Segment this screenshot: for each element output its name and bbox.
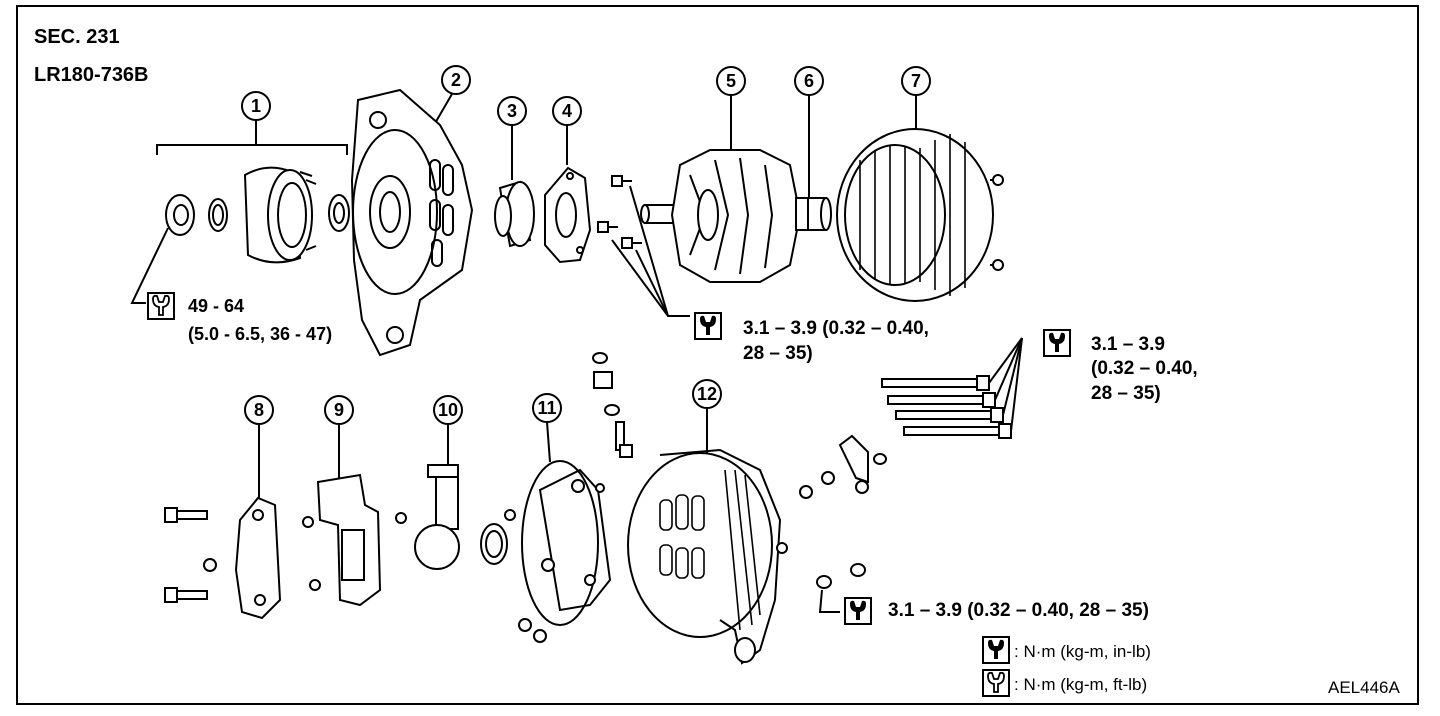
callout-6-label: 6 (804, 71, 814, 91)
through-bolts-torque-line1: 3.1 – 3.9 (1091, 334, 1165, 355)
filled-wrench-icon (1043, 329, 1071, 357)
brush-holder (395, 464, 508, 570)
callout-11-label: 11 (537, 398, 556, 418)
callout-10: 10 (433, 395, 463, 470)
open-wrench-icon (147, 292, 175, 320)
callout-5-label: 5 (726, 71, 736, 91)
front-housing (350, 88, 474, 357)
pulley-assembly (130, 166, 350, 304)
callout-12-label: 12 (697, 384, 717, 404)
ic-regulator (302, 473, 382, 607)
pulley-nut-torque-line1: 49 - 64 (188, 296, 245, 316)
callout-4-label: 4 (562, 101, 572, 121)
rectifier (504, 460, 612, 643)
legend-in-lb: : N·m (kg-m, in-lb) (1014, 642, 1151, 661)
callout-7: 7 (901, 66, 931, 132)
front-bolts-torque-line1: 3.1 – 3.9 (0.32 – 0.40, (743, 318, 929, 339)
pulley-nut-torque-line2: (5.0 - 6.5, 36 - 47) (188, 324, 333, 344)
bearing-retainer (544, 166, 592, 264)
open-wrench-icon (982, 669, 1010, 697)
through-bolts (881, 337, 1023, 439)
callout-6: 6 (794, 66, 824, 205)
rear-nut-torque: 3.1 – 3.9 (0.32 – 0.40, 28 – 35) (888, 600, 1149, 621)
through-bolts-torque-line3: 28 – 35) (1091, 383, 1161, 404)
callout-7-label: 7 (911, 71, 921, 91)
callout-9: 9 (324, 395, 354, 480)
through-bolts-torque-line2: (0.32 – 0.40, (1091, 358, 1198, 379)
regulator-cover (164, 496, 282, 620)
callout-2-label: 2 (451, 70, 461, 90)
callout-4: 4 (552, 96, 582, 165)
rear-housing (627, 448, 788, 665)
terminal-hardware (592, 352, 633, 458)
callout-3-label: 3 (507, 101, 517, 121)
front-bearing (494, 180, 535, 248)
callout-8-label: 8 (254, 400, 264, 420)
callout-5: 5 (716, 66, 746, 150)
callout-11: 11 (532, 393, 562, 463)
callout-2: 2 (433, 65, 471, 126)
figure-code: AEL446A (1328, 678, 1400, 697)
callout-12: 12 (692, 379, 722, 456)
diagram-frame (16, 5, 1419, 705)
slip-ring (795, 197, 832, 231)
callout-10-label: 10 (438, 400, 458, 420)
section-number: SEC. 231 (34, 26, 120, 48)
filled-wrench-icon (844, 597, 872, 625)
callout-9-label: 9 (334, 400, 344, 420)
callout-8: 8 (244, 395, 274, 498)
terminal-bracket (799, 434, 887, 613)
legend-ft-lb: : N·m (kg-m, ft-lb) (1014, 675, 1148, 694)
stator (836, 128, 1004, 302)
callout-1-label: 1 (251, 96, 261, 116)
model-number: LR180-736B (34, 64, 149, 86)
filled-wrench-icon (694, 312, 722, 340)
callout-1: 1 (156, 91, 348, 155)
callout-3: 3 (497, 96, 527, 180)
retainer-screws (597, 175, 690, 317)
filled-wrench-icon (982, 636, 1010, 664)
front-bolts-torque-line2: 28 – 35) (743, 343, 813, 364)
rotor (640, 149, 802, 283)
